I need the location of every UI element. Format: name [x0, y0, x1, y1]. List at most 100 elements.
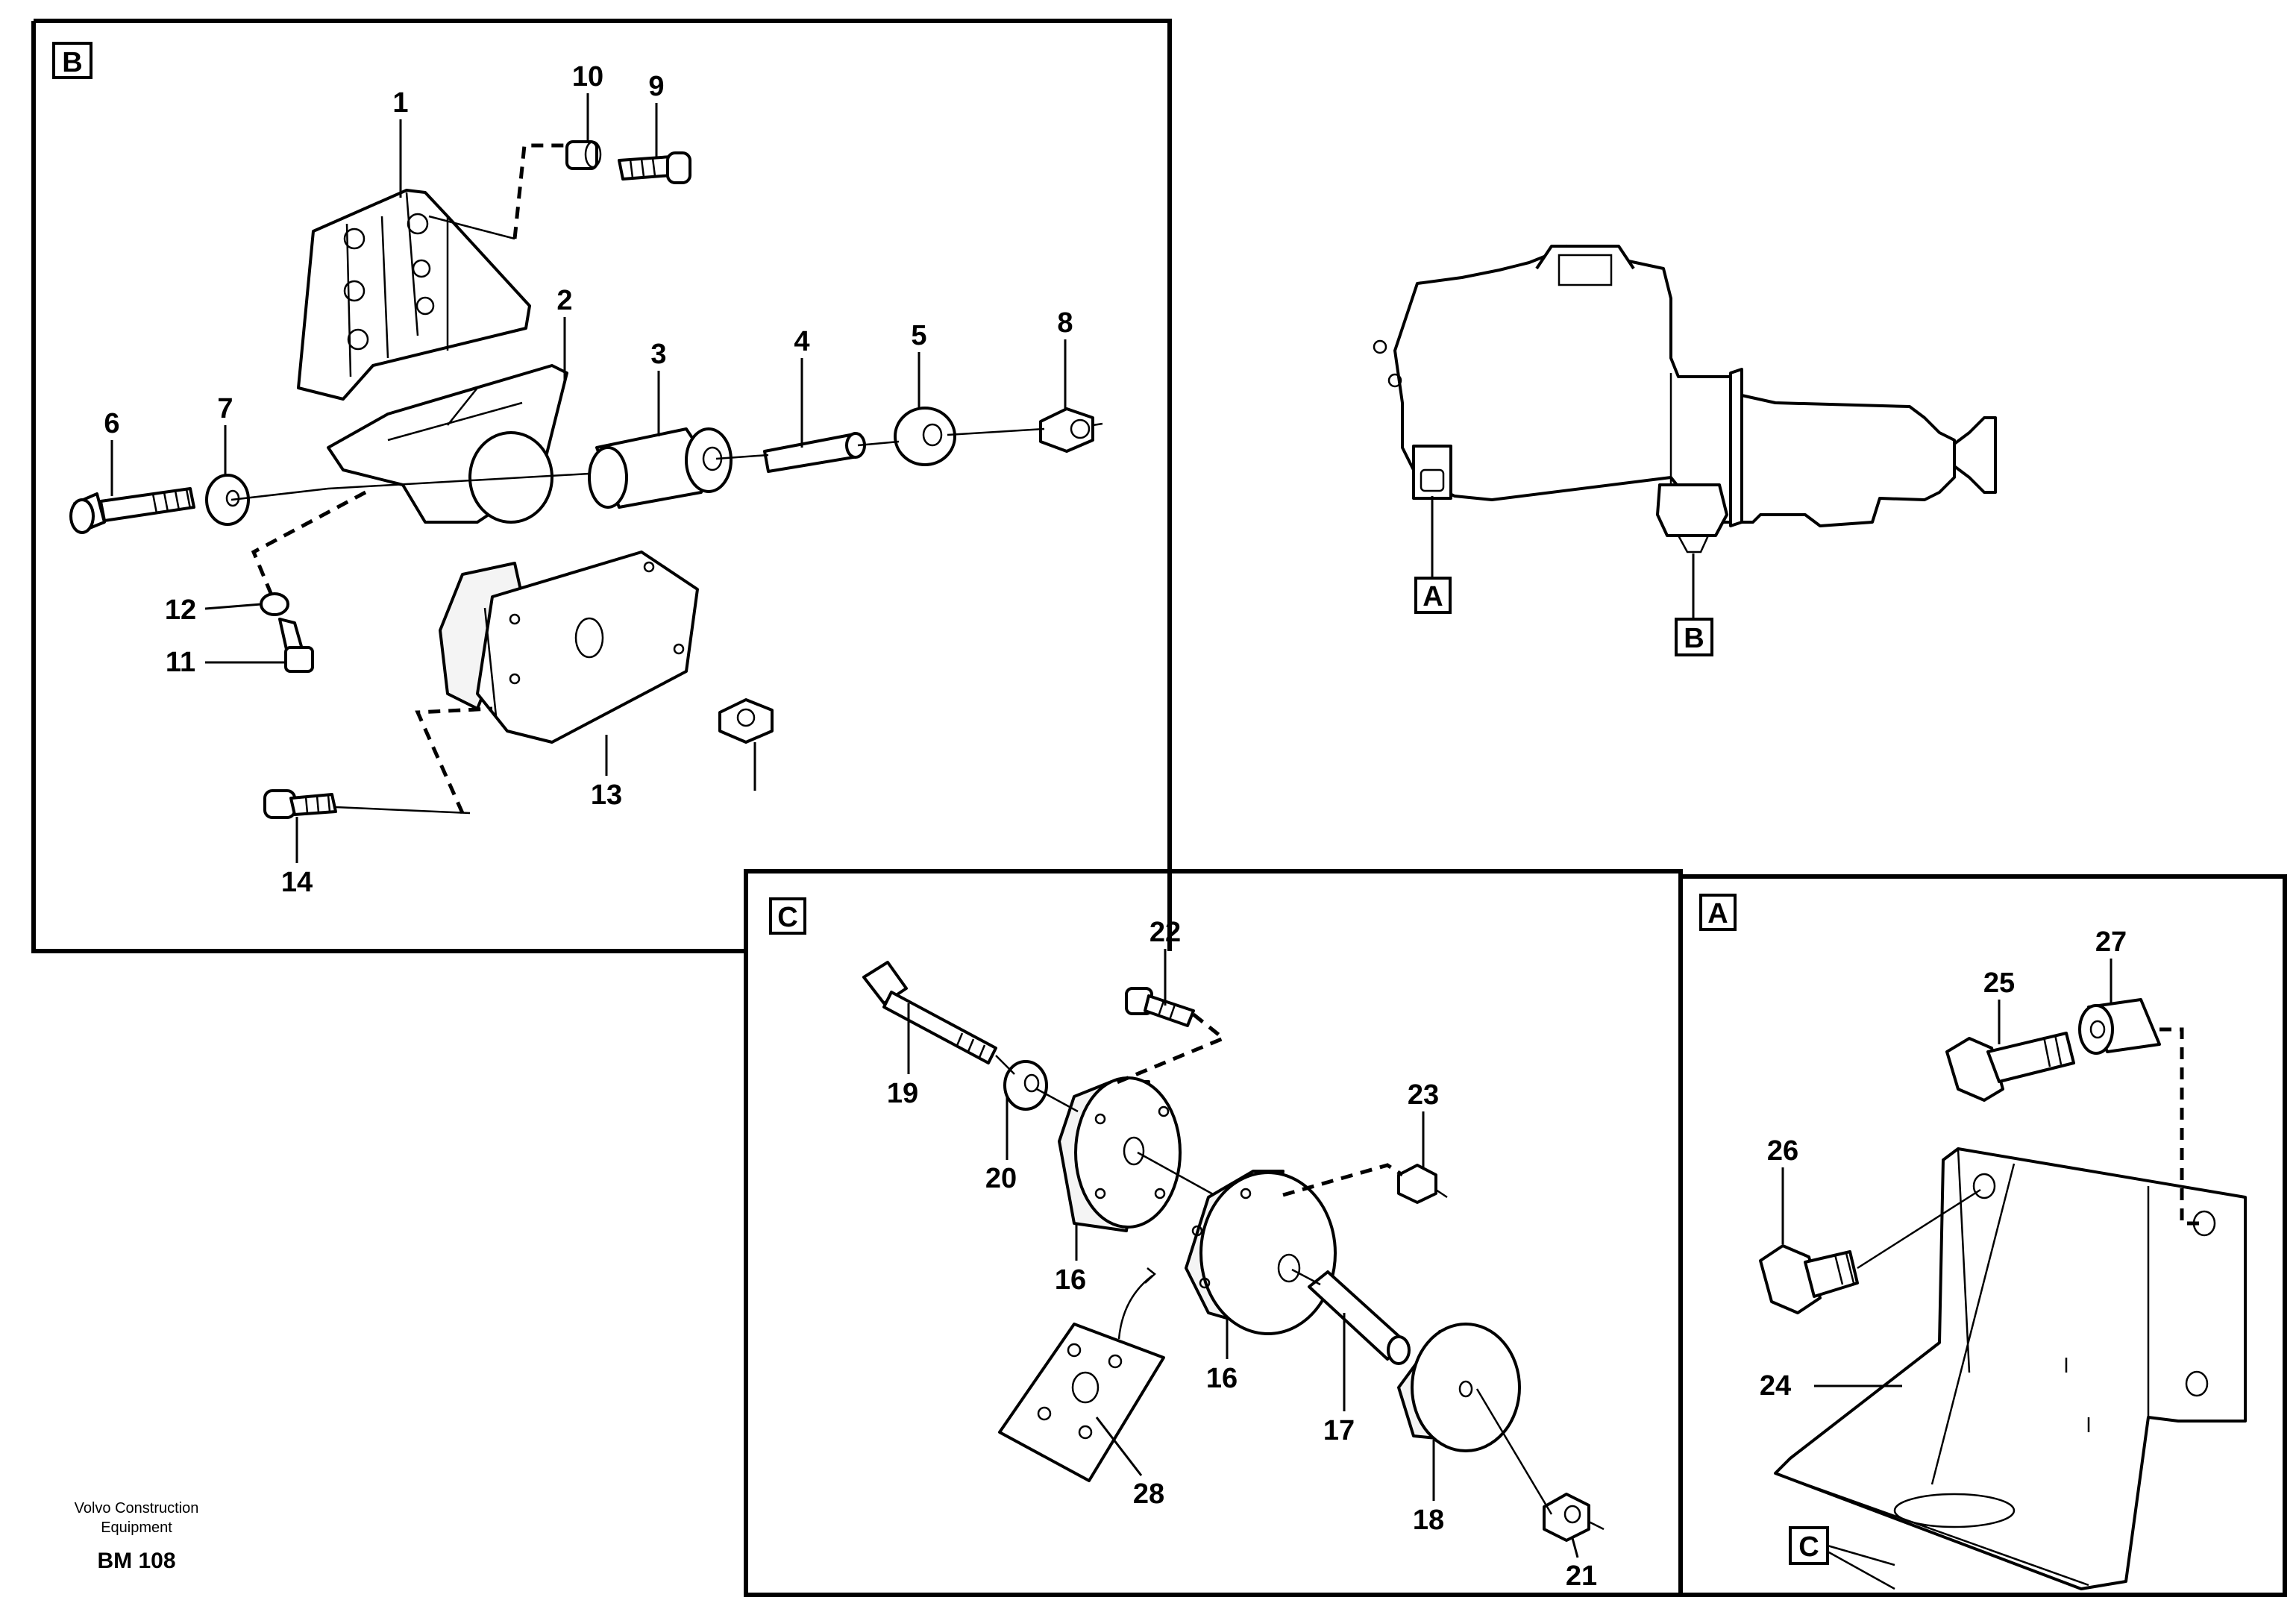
callout-7: 7 [217, 393, 233, 476]
transmission-overview: A B [1373, 245, 1997, 656]
part-13-mount [439, 551, 699, 744]
svg-text:19: 19 [887, 1078, 918, 1109]
panel-b: B [31, 19, 1172, 953]
svg-text:12: 12 [165, 595, 196, 626]
callout-1: 1 [392, 87, 409, 198]
svg-text:4: 4 [794, 326, 809, 357]
loose-nut [718, 698, 774, 791]
part-7-washer [205, 474, 250, 526]
callout-10: 10 [572, 61, 603, 140]
panel-c: C [744, 869, 1683, 1597]
part-21-nut [1543, 1493, 1590, 1542]
panel-c-label: C [777, 902, 797, 933]
company-division: Equipment [101, 1519, 172, 1536]
svg-text:24: 24 [1760, 1370, 1791, 1402]
part-6-bolt [69, 487, 195, 534]
panel-a-label: A [1707, 898, 1728, 929]
part-26-bolt [1759, 1244, 1859, 1314]
svg-text:23: 23 [1408, 1079, 1439, 1111]
callout-17: 17 [1323, 1313, 1355, 1446]
svg-text:2: 2 [556, 285, 572, 316]
callout-22: 22 [1149, 917, 1181, 1006]
part-19-bolt [862, 961, 997, 1064]
callout-3: 3 [650, 339, 667, 436]
callout-13: 13 [591, 735, 622, 811]
part-23-nut [1397, 1164, 1448, 1204]
part-8-nut [1039, 407, 1094, 453]
svg-text:20: 20 [985, 1163, 1017, 1194]
svg-text:8: 8 [1057, 307, 1073, 339]
callout-6: 6 [104, 408, 120, 496]
footer: Volvo Construction Equipment BM 108 [75, 1500, 199, 1573]
svg-text:22: 22 [1149, 917, 1181, 948]
part-18-disc [1397, 1323, 1521, 1452]
callout-19: 19 [887, 1003, 918, 1109]
svg-text:16: 16 [1055, 1264, 1086, 1296]
svg-text:6: 6 [104, 408, 119, 439]
callout-28: 28 [1095, 1417, 1164, 1510]
callout-23: 23 [1408, 1079, 1439, 1167]
bracket-ref-label: C [1798, 1531, 1819, 1563]
part-20-washer [1003, 1060, 1048, 1111]
callout-16a: 16 [1055, 1223, 1086, 1296]
panel-b-label: B [62, 47, 82, 78]
callout-20: 20 [985, 1097, 1017, 1194]
part-10-spacer [565, 140, 602, 170]
svg-text:1: 1 [392, 87, 408, 119]
part-12-washer [260, 592, 289, 616]
callout-4: 4 [794, 326, 810, 448]
callout-16b: 16 [1206, 1317, 1238, 1394]
callout-21: 21 [1566, 1537, 1597, 1592]
callout-14: 14 [281, 817, 313, 898]
svg-text:27: 27 [2095, 926, 2127, 958]
part-14-screw [263, 789, 337, 819]
callout-24: 24 [1760, 1370, 1902, 1402]
callout-18: 18 [1413, 1440, 1444, 1536]
svg-text:21: 21 [1566, 1561, 1597, 1592]
overview-label-b: B [1684, 623, 1704, 654]
svg-text:17: 17 [1323, 1415, 1355, 1446]
svg-text:5: 5 [911, 320, 926, 351]
part-17-sleeve [1308, 1270, 1411, 1365]
svg-text:28: 28 [1133, 1478, 1164, 1510]
part-1-bracket [297, 189, 531, 401]
svg-text:7: 7 [217, 393, 233, 424]
svg-text:26: 26 [1767, 1135, 1798, 1167]
company-name: Volvo Construction [75, 1500, 199, 1517]
part-25-bolt [1945, 1032, 2075, 1102]
callout-9: 9 [648, 71, 665, 157]
callout-12: 12 [165, 595, 262, 626]
svg-text:25: 25 [1983, 967, 2015, 999]
callout-8: 8 [1057, 307, 1073, 409]
svg-text:3: 3 [650, 339, 666, 370]
part-11-screw [278, 618, 314, 673]
svg-text:18: 18 [1413, 1505, 1444, 1536]
part-9-screw [618, 151, 691, 184]
part-5-washer [894, 407, 956, 466]
part-24-bracket [1774, 1147, 2247, 1590]
svg-text:13: 13 [591, 780, 622, 811]
diagram-code: BM 108 [97, 1549, 175, 1573]
part-16b-rubber [1185, 1170, 1337, 1335]
svg-text:11: 11 [166, 647, 195, 678]
part-4-sleeve [763, 432, 866, 473]
svg-text:10: 10 [572, 61, 603, 92]
callout-27: 27 [2095, 926, 2127, 1003]
svg-text:9: 9 [648, 71, 664, 102]
svg-text:14: 14 [281, 867, 313, 898]
svg-text:16: 16 [1206, 1363, 1238, 1394]
part-3-bushing [588, 427, 733, 509]
panel-a: A [1678, 874, 2287, 1597]
part-2-housing [327, 364, 568, 524]
callout-26: 26 [1767, 1135, 1798, 1244]
part-22-screw [1125, 987, 1195, 1027]
callout-11: 11 [166, 647, 287, 678]
callout-25: 25 [1983, 967, 2015, 1044]
callout-5: 5 [911, 320, 927, 409]
part-28-plate [998, 1267, 1165, 1482]
overview-label-a: A [1423, 581, 1443, 612]
part-27-spacer [2078, 998, 2161, 1055]
part-16a-rubber [1058, 1076, 1182, 1232]
callout-2: 2 [556, 285, 573, 380]
